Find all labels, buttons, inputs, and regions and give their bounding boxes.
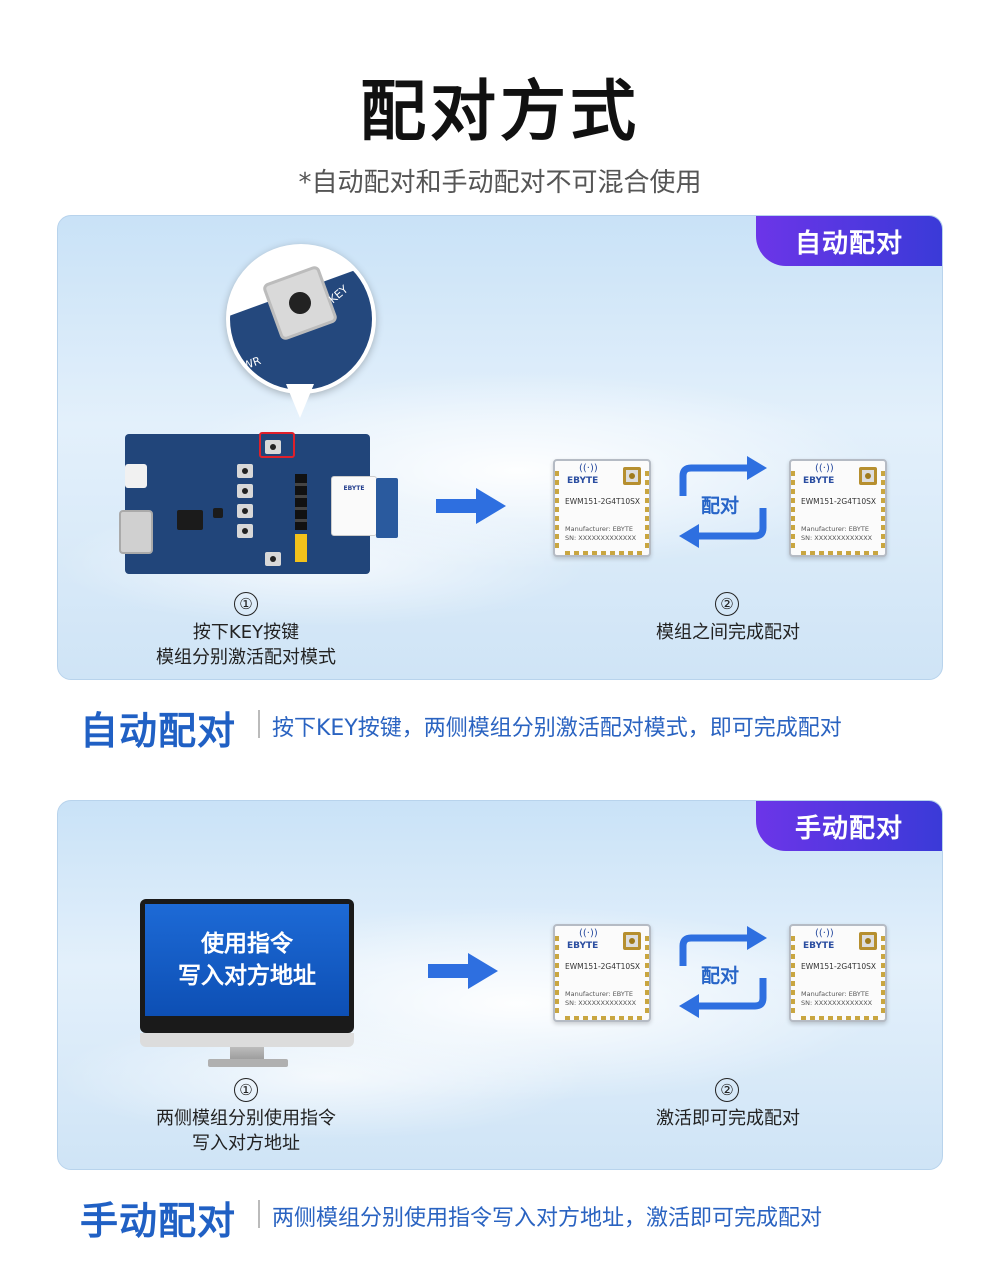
step-1-text: 按下KEY按键 模组分别激活配对模式 xyxy=(106,620,386,670)
board-module: EBYTE xyxy=(331,476,377,536)
manual-pairing-panel: 手动配对 使用指令 写入对方地址 ((·)) EBYTE EWM151-2G4T… xyxy=(57,800,943,1170)
module-brand: EBYTE xyxy=(803,476,835,486)
board-button xyxy=(237,464,253,478)
module-pads xyxy=(791,936,795,1016)
step-1-line-2: 写入对方地址 xyxy=(192,1133,300,1154)
summary-divider xyxy=(258,710,260,738)
module-manufacturer: Manufacturer: EBYTE xyxy=(565,525,633,533)
wifi-icon: ((·)) xyxy=(579,463,598,474)
auto-summary-heading: 自动配对 xyxy=(80,709,237,753)
module-pads xyxy=(881,471,885,551)
arrow-right-icon xyxy=(428,953,498,989)
antenna-icon xyxy=(859,467,877,485)
wifi-icon: ((·)) xyxy=(815,463,834,474)
module-brand: EBYTE xyxy=(803,941,835,951)
module-pads xyxy=(555,936,559,1016)
step-1-number: ① xyxy=(234,1078,258,1102)
wifi-icon: ((·)) xyxy=(815,928,834,939)
step-2-line-1: 模组之间完成配对 xyxy=(656,622,800,643)
monitor-stand xyxy=(230,1047,264,1061)
step-1-line-1: 按下KEY按键 xyxy=(192,622,300,643)
board-button xyxy=(237,524,253,538)
module-model: EWM151-2G4T10SX xyxy=(565,962,641,971)
board-chip xyxy=(213,508,223,518)
dev-board-image: EBYTE xyxy=(119,432,377,574)
step-2-number: ② xyxy=(715,1078,739,1102)
module-pads xyxy=(791,471,795,551)
board-connector xyxy=(125,464,147,488)
zoom-pointer xyxy=(286,384,314,418)
pair-label: 配对 xyxy=(701,965,740,987)
module-right: ((·)) EBYTE EWM151-2G4T10SX Manufacturer… xyxy=(789,924,887,1022)
board-rst-button xyxy=(265,552,281,566)
page-title: 配对方式 xyxy=(360,73,640,150)
usb-port-icon xyxy=(119,510,153,554)
auto-summary-text: 按下KEY按键，两侧模组分别激活配对模式，即可完成配对 xyxy=(272,716,842,741)
module-sn: SN: XXXXXXXXXXXXX xyxy=(801,999,873,1007)
sync-cycle-icon xyxy=(679,926,767,1018)
module-right: ((·)) EBYTE EWM151-2G4T10SX Manufacturer… xyxy=(789,459,887,557)
board-antenna xyxy=(376,478,398,538)
summary-divider xyxy=(258,1200,260,1228)
monitor-screen: 使用指令 写入对方地址 xyxy=(145,904,349,1016)
auto-pairing-tag: 自动配对 xyxy=(756,216,942,266)
arrow-right-icon xyxy=(436,488,506,524)
module-pads xyxy=(645,936,649,1016)
key-zoom-callout: KEY PWR xyxy=(226,244,376,394)
board-button xyxy=(237,504,253,518)
board-pin-header xyxy=(295,474,307,530)
monitor-icon: 使用指令 写入对方地址 xyxy=(140,899,354,1033)
board-jumper xyxy=(295,534,307,562)
manual-summary-text: 两侧模组分别使用指令写入对方地址，激活即可完成配对 xyxy=(272,1206,823,1231)
screen-line-1: 使用指令 xyxy=(201,931,293,957)
auto-pairing-panel: 自动配对 KEY PWR EBYTE ((·)) xyxy=(57,215,943,680)
module-sn: SN: XXXXXXXXXXXXX xyxy=(801,534,873,542)
board-key-button xyxy=(265,440,281,454)
step-2-text: 模组之间完成配对 xyxy=(588,620,868,645)
step-2-number: ② xyxy=(715,592,739,616)
module-pads xyxy=(801,551,879,555)
module-model: EWM151-2G4T10SX xyxy=(565,497,641,506)
board-chip xyxy=(177,510,203,530)
manual-summary-heading: 手动配对 xyxy=(80,1199,237,1243)
module-brand: EBYTE xyxy=(567,476,599,486)
page-subtitle: *自动配对和手动配对不可混合使用 xyxy=(298,168,702,198)
module-left: ((·)) EBYTE EWM151-2G4T10SX Manufacturer… xyxy=(553,924,651,1022)
antenna-icon xyxy=(623,932,641,950)
module-pads xyxy=(645,471,649,551)
module-pads xyxy=(565,551,643,555)
module-manufacturer: Manufacturer: EBYTE xyxy=(565,990,633,998)
step-2-text: 激活即可完成配对 xyxy=(588,1106,868,1131)
step-1-line-1: 两侧模组分别使用指令 xyxy=(156,1108,336,1129)
key-highlight-box xyxy=(259,432,295,458)
step-1-number: ① xyxy=(234,592,258,616)
manual-pairing-tag: 手动配对 xyxy=(756,801,942,851)
step-2-line-1: 激活即可完成配对 xyxy=(656,1108,800,1129)
module-left: ((·)) EBYTE EWM151-2G4T10SX Manufacturer… xyxy=(553,459,651,557)
module-model: EWM151-2G4T10SX xyxy=(801,497,877,506)
module-pads xyxy=(801,1016,879,1020)
module-manufacturer: Manufacturer: EBYTE xyxy=(801,525,869,533)
screen-line-2: 写入对方地址 xyxy=(178,963,316,989)
module-pads xyxy=(555,471,559,551)
module-sn: SN: XXXXXXXXXXXXX xyxy=(565,534,637,542)
pair-label: 配对 xyxy=(701,495,740,517)
board-button xyxy=(237,484,253,498)
sync-cycle-icon xyxy=(679,456,767,548)
antenna-icon xyxy=(859,932,877,950)
module-pads xyxy=(565,1016,643,1020)
board-module-brand: EBYTE xyxy=(343,485,365,492)
monitor-chin xyxy=(140,1033,354,1047)
module-pads xyxy=(881,936,885,1016)
module-sn: SN: XXXXXXXXXXXXX xyxy=(565,999,637,1007)
wifi-icon: ((·)) xyxy=(579,928,598,939)
step-1-line-2: 模组分别激活配对模式 xyxy=(156,647,336,668)
monitor-base xyxy=(208,1059,288,1067)
module-model: EWM151-2G4T10SX xyxy=(801,962,877,971)
antenna-icon xyxy=(623,467,641,485)
step-1-text: 两侧模组分别使用指令 写入对方地址 xyxy=(106,1106,386,1156)
module-brand: EBYTE xyxy=(567,941,599,951)
module-manufacturer: Manufacturer: EBYTE xyxy=(801,990,869,998)
